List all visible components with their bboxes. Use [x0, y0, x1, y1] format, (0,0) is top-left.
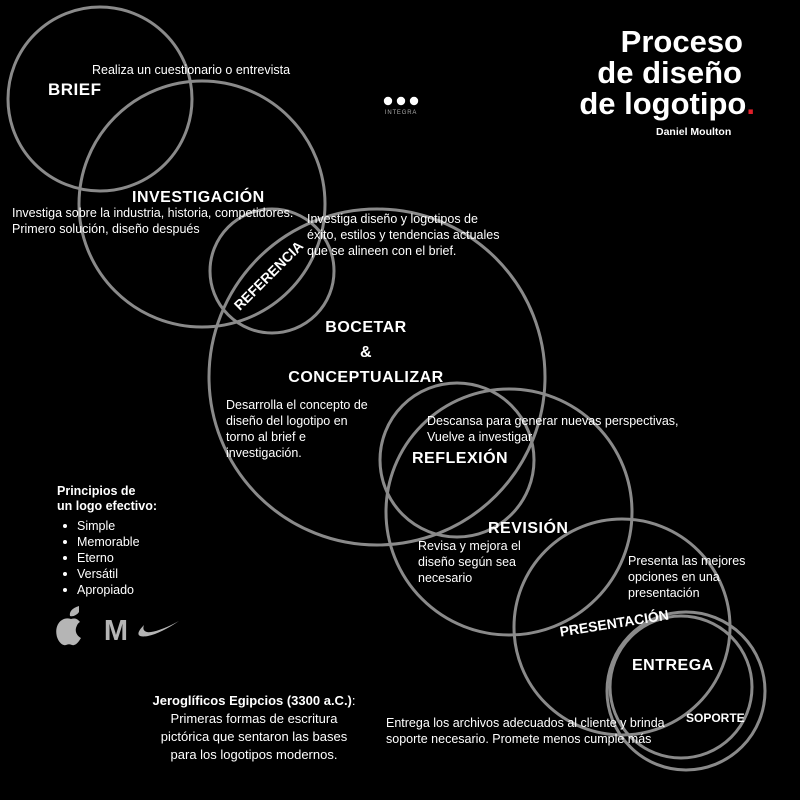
principles-block: Principios de un logo efectivo: Simple M… — [57, 484, 157, 598]
principles-title-line: un logo efectivo: — [57, 499, 157, 513]
investigacion-circle — [77, 79, 327, 329]
integra-logo-label: INTEGRA — [385, 110, 417, 116]
entrega-circle — [605, 610, 767, 772]
desc-line: diseño según sea — [418, 555, 516, 569]
desc-line: Primero solución, diseño después — [12, 222, 200, 236]
desc-line: torno al brief e — [226, 430, 306, 444]
hieroglyphs-title-suffix: : — [351, 693, 356, 708]
revision-circle — [384, 387, 634, 637]
list-item: Versátil — [57, 566, 157, 582]
stage-desc-revision: Revisa y mejora el diseño según sea nece… — [418, 538, 521, 586]
desc-line: opciones en una — [628, 570, 720, 584]
list-item: Eterno — [57, 550, 157, 566]
author-name: Daniel Moulton — [656, 126, 732, 138]
principles-list: Simple Memorable Eterno Versátil Apropia… — [57, 518, 157, 598]
integra-logo: INTEGRA — [383, 96, 419, 116]
desc-line: investigación. — [226, 446, 302, 460]
stage-desc-brief: Realiza un cuestionario o entrevista — [92, 63, 291, 77]
bocetar-line-1: BOCETAR — [325, 319, 407, 336]
mcdonalds-logo-icon: M — [104, 615, 128, 647]
stage-label-entrega: ENTREGA — [632, 657, 714, 674]
desc-line: soporte necesario. Promete menos cumple … — [386, 732, 652, 746]
stage-label-soporte: SOPORTE — [686, 711, 745, 725]
soporte-circle — [608, 614, 754, 760]
stage-desc-investigacion: Investiga sobre la industria, historia, … — [12, 205, 293, 237]
bocetar-line-3: CONCEPTUALIZAR — [288, 369, 444, 386]
title-line-2: de diseño — [597, 55, 742, 90]
desc-line: Entrega los archivos adecuados al client… — [386, 716, 665, 730]
principles-title-line: Principios de — [57, 484, 136, 498]
principles-title: Principios de un logo efectivo: — [57, 484, 157, 514]
hieroglyphs-line: para los logotipos modernos. — [170, 747, 338, 762]
list-item: Simple — [57, 518, 157, 534]
desc-line: diseño del logotipo en — [226, 414, 348, 428]
hieroglyphs-line: pictórica que sentaron las bases — [160, 729, 348, 744]
reflexion-circle — [378, 381, 536, 539]
stage-label-brief: BRIEF — [48, 80, 102, 99]
desc-line: Investiga diseño y logotipos de — [307, 212, 478, 226]
desc-line: Investiga sobre la industria, historia, … — [12, 206, 294, 220]
desc-line: presentación — [628, 586, 700, 600]
title-line-1: Proceso — [620, 24, 743, 59]
desc-line: Vuelve a investigar — [427, 430, 533, 444]
stage-desc-entrega: Entrega los archivos adecuados al client… — [386, 715, 665, 747]
hieroglyphs-title-row: Jeroglíficos Egipcios (3300 a.C.): — [114, 692, 394, 710]
hieroglyphs-note: Jeroglíficos Egipcios (3300 a.C.): Prime… — [114, 692, 394, 764]
stage-label-revision: REVISIÓN — [488, 520, 569, 537]
desc-line: Desarrolla el concepto de — [226, 398, 368, 412]
desc-line: Revisa y mejora el — [418, 539, 521, 553]
stage-label-presentacion: PRESENTACIÓN — [558, 606, 670, 640]
stage-label-bocetar: BOCETAR & CONCEPTUALIZAR — [286, 315, 446, 390]
stage-desc-presentacion: Presenta las mejores opciones en una pre… — [628, 553, 745, 601]
list-item: Apropiado — [57, 582, 157, 598]
bocetar-line-2: & — [359, 344, 373, 361]
apple-logo-icon — [56, 606, 81, 646]
nike-swoosh-icon — [138, 621, 179, 637]
stage-desc-bocetar: Desarrolla el concepto de diseño del log… — [226, 397, 368, 461]
mcdonalds-logo-glyph: M — [104, 615, 128, 647]
title-line-3-text: de logotipo — [579, 86, 747, 121]
integra-dot — [409, 96, 419, 106]
title-line-3: de logotipo. — [579, 88, 755, 119]
title-accent-dot: . — [746, 86, 755, 121]
desc-line: Presenta las mejores — [628, 554, 746, 568]
desc-line: éxito, estilos y tendencias actuales — [307, 228, 500, 242]
hieroglyphs-title: Jeroglíficos Egipcios (3300 a.C.) — [152, 693, 352, 708]
stage-desc-referencia: Investiga diseño y logotipos de éxito, e… — [307, 211, 499, 259]
stage-desc-reflexion: Descansa para generar nuevas perspectiva… — [427, 413, 679, 445]
brief-circle — [6, 5, 194, 193]
desc-line: Descansa para generar nuevas perspectiva… — [427, 414, 679, 428]
list-item: Memorable — [57, 534, 157, 550]
stage-label-investigacion: INVESTIGACIÓN — [132, 189, 265, 206]
desc-line: necesario — [418, 571, 473, 585]
hieroglyphs-line: Primeras formas de escritura — [170, 711, 338, 726]
desc-line: que se alineen con el brief. — [307, 244, 457, 258]
bocetar-circle — [207, 207, 547, 547]
integra-dot — [383, 96, 393, 106]
referencia-circle — [208, 207, 336, 335]
integra-dot — [396, 96, 406, 106]
stage-label-reflexion: REFLEXIÓN — [412, 450, 509, 467]
page-title: Proceso de diseño de logotipo. — [579, 26, 755, 119]
